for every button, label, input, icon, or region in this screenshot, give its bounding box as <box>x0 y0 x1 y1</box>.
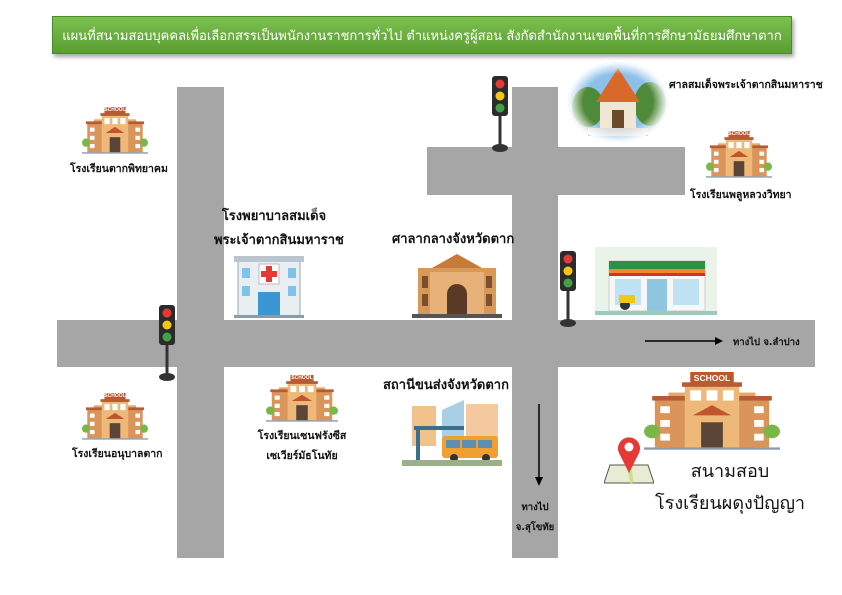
direction-lampang: ทางไป จ.ลำปาง <box>733 337 800 348</box>
map-title-banner: แผนที่สนามสอบบุคคลเพื่อเลือกสรรเป็นพนักง… <box>52 16 792 54</box>
school-icon: SCHOOL <box>82 393 148 441</box>
exam-line2: โรงเรียนผดุงปัญญา <box>654 493 806 514</box>
exam-line1: สนามสอบ <box>690 461 770 482</box>
school-icon: SCHOOL <box>706 131 772 179</box>
school-sign-text: SCHOOL <box>291 375 313 382</box>
label-city-hall: ศาลากลางจังหวัดตาก <box>392 232 515 247</box>
label-school-tak-pittayakom: โรงเรียนตากพิทยาคม <box>70 163 168 175</box>
shrine-photo <box>568 62 668 142</box>
school-icon: SCHOOL <box>82 107 148 155</box>
st-francis-line1: โรงเรียนเซนฟรังซีส <box>257 430 347 442</box>
road-horizontal-upper <box>427 147 685 195</box>
st-francis-line2: เซเวียร์มัธโนทัย <box>266 450 338 462</box>
hospital-line2: พระเจ้าตากสินมหาราช <box>214 233 344 248</box>
school-sign-text: SCHOOL <box>693 372 731 383</box>
hospital-icon <box>234 252 304 318</box>
school-sign-text: SCHOOL <box>104 393 126 400</box>
traffic-light-icon <box>558 251 578 327</box>
direction-sukhothai: ทางไป จ.สุโขทัย <box>512 498 558 538</box>
exam-venue-label: สนามสอบ โรงเรียนผดุงปัญญา <box>645 456 815 520</box>
label-school-st-francis: โรงเรียนเซนฟรังซีส เซเวียร์มัธโนทัย <box>250 426 354 466</box>
map-pin-icon <box>604 435 654 485</box>
exam-school-icon: SCHOOL <box>644 372 780 452</box>
label-hospital: โรงพยาบาลสมเด็จ พระเจ้าตากสินมหาราช <box>214 205 344 253</box>
school-icon: SCHOOL <box>266 375 338 423</box>
arrow-right-icon <box>645 336 723 346</box>
sukhothai-line2: จ.สุโขทัย <box>515 522 555 533</box>
road-horizontal-main <box>57 320 815 367</box>
city-hall-icon <box>412 250 502 318</box>
traffic-light-icon <box>157 305 177 381</box>
label-school-anuban: โรงเรียนอนุบาลตาก <box>72 448 163 460</box>
convenience-store-icon <box>595 247 717 315</box>
traffic-light-icon <box>490 76 510 152</box>
arrow-down-icon <box>534 404 544 486</box>
hospital-line1: โรงพยาบาลสมเด็จ <box>221 209 327 224</box>
label-bus-station: สถานีขนส่งจังหวัดตาก <box>383 378 509 393</box>
label-school-phlu-luang: โรงเรียนพลูหลวงวิทยา <box>690 189 792 201</box>
school-sign-text: SCHOOL <box>104 107 126 114</box>
label-shrine: ศาลสมเด็จพระเจ้าตากสินมหาราช <box>669 79 823 91</box>
school-sign-text: SCHOOL <box>728 131 750 138</box>
sukhothai-line1: ทางไป <box>521 502 549 513</box>
bus-station-icon <box>402 400 502 466</box>
